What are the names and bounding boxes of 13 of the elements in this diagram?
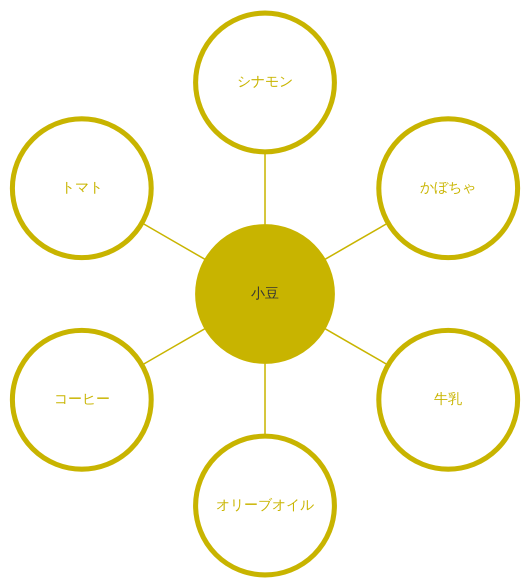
node-circle: オリーブオイル [193,434,337,578]
node-circle: 小豆 [195,224,335,364]
node-circle: かぼちゃ [376,116,520,260]
node-circle: シナモン [193,10,337,154]
node-circle: コーヒー [10,328,154,472]
node-circle: トマト [10,116,154,260]
connector [324,328,388,366]
connector [142,222,206,260]
node-circle: 牛乳 [376,328,520,472]
connector [264,152,266,224]
connector [264,364,266,436]
connector [142,328,206,366]
connector [324,222,388,260]
